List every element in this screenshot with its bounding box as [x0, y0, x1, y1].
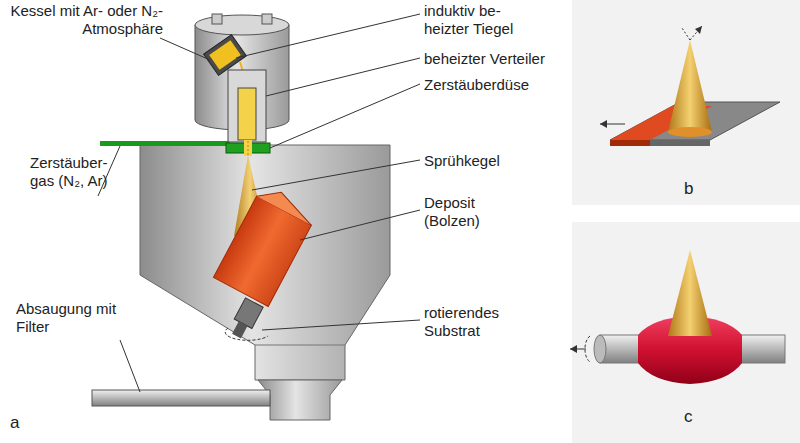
exhaust-label: Absaugung mit Filter — [16, 300, 126, 336]
leader-lines — [98, 14, 420, 392]
panel-ground — [572, 0, 800, 205]
gas-label: Zerstäuber- gas (N₂, Ar) — [30, 154, 130, 190]
cone-label: Sprühkegel — [424, 152, 574, 170]
exhaust-pipe — [92, 390, 270, 406]
nozzle-label: Zerstäuberdüse — [424, 76, 594, 94]
flat-substrate-illustration — [600, 26, 780, 146]
distributor — [228, 70, 266, 142]
panel-letter: c — [684, 408, 704, 426]
crucible-label: induktiv be- heizter Tiegel — [424, 2, 544, 38]
panel-letter: a — [10, 414, 30, 432]
deposit-label: Deposit (Bolzen) — [424, 194, 524, 230]
substrate-label: rotierendes Substrat — [424, 304, 534, 340]
atomizer-gas-line — [100, 141, 230, 146]
panel-letter: b — [684, 180, 704, 198]
tube-substrate-illustration — [570, 250, 785, 384]
distributor-label: beheizter Verteiler — [424, 50, 594, 68]
panel-ground — [572, 222, 800, 443]
deposit — [213, 183, 318, 307]
spray-chamber — [140, 145, 390, 380]
outlet — [258, 380, 342, 420]
crucible — [204, 35, 247, 76]
rotating-substrate — [228, 298, 263, 341]
vessel-label: Kessel mit Ar- oder N₂-Atmosphäre — [8, 2, 163, 38]
